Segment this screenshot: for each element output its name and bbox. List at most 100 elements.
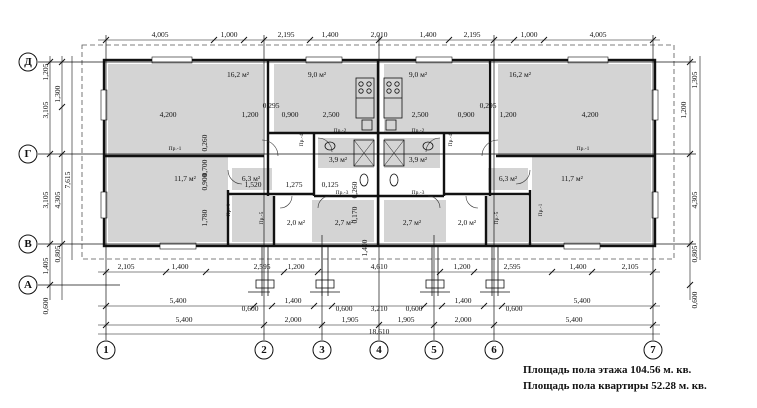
entrance-steps xyxy=(248,246,510,296)
dim-bottom-2: 0,600 xyxy=(336,304,353,313)
dim-top: 1,000 xyxy=(221,30,238,39)
dim-right-outer: 0,805 xyxy=(690,245,699,262)
dim-bottom-2: 0,600 xyxy=(506,304,523,313)
dim-bottom-2: 1,400 xyxy=(455,296,472,305)
partition-label: Пр.-1 xyxy=(226,203,232,216)
axis-label-G: Г xyxy=(25,148,32,160)
dim-left-total: 7,615 xyxy=(63,171,72,188)
interior-dim: 1,275 xyxy=(286,180,303,189)
partition-label: Пр.-4 xyxy=(299,133,305,146)
partition-label: Пр.-3 xyxy=(336,190,349,196)
dim-bottom-3: 1,905 xyxy=(398,315,415,324)
axis-label-7: 7 xyxy=(650,344,656,356)
room-area: 3,9 м² xyxy=(409,155,428,164)
partition-label: Пр.-2 xyxy=(412,128,425,134)
dim-left-outer: 0,600 xyxy=(41,297,50,314)
interior-dim: 4,200 xyxy=(160,110,177,119)
room-area: 11,7 м² xyxy=(561,174,583,183)
dim-bottom-1: 1,200 xyxy=(454,262,471,271)
dim-top: 2,010 xyxy=(371,30,388,39)
interior-dim: 2,500 xyxy=(323,110,340,119)
apartment-area-text: Площадь пола квартиры 52.28 м. кв. xyxy=(523,380,707,392)
dim-left-outer: 1,205 xyxy=(41,63,50,80)
dim-right-outer: 0,600 xyxy=(690,291,699,308)
dim-right-outer: 4,305 xyxy=(690,191,699,208)
dashed-contour xyxy=(81,44,675,260)
axis-label-A: А xyxy=(24,279,32,291)
interior-dim: 0,260 xyxy=(200,134,209,151)
room-area: 6,3 м² xyxy=(499,174,518,183)
room-area: 11,7 м² xyxy=(174,174,196,183)
interior-dim: 0,900 xyxy=(282,110,299,119)
dim-left-outer: 3,105 xyxy=(41,101,50,118)
dim-top: 1,400 xyxy=(420,30,437,39)
axis-label-4: 4 xyxy=(376,344,382,356)
axis-label-3: 3 xyxy=(319,344,325,356)
interior-dim: 0,170 xyxy=(350,206,359,223)
interior-dim: 1,520 xyxy=(245,180,262,189)
dim-top: 4,005 xyxy=(152,30,169,39)
partition-label: Пр.-1 xyxy=(538,203,544,216)
interior-dim: 1,200 xyxy=(500,110,517,119)
room-area: 2,7 м² xyxy=(335,218,354,227)
axis-label-1: 1 xyxy=(103,344,109,356)
dim-bottom-2: 1,400 xyxy=(285,296,302,305)
room-area: 2,0 м² xyxy=(287,218,306,227)
dimension-ticks xyxy=(46,36,694,329)
dim-bottom-1: 1,400 xyxy=(570,262,587,271)
room-area: 6,3 м² xyxy=(242,174,261,183)
dim-right-inner: 1,200 xyxy=(679,101,688,118)
dim-bottom-3: 2,000 xyxy=(285,315,302,324)
walls xyxy=(102,58,657,248)
interior-dim: 2,500 xyxy=(412,110,429,119)
dim-bottom-1: 2,595 xyxy=(254,262,271,271)
partition-label: Пр.-4 xyxy=(448,133,454,146)
interior-dim: 1,400 xyxy=(360,239,369,256)
room-area: 3,9 м² xyxy=(329,155,348,164)
axis-label-6: 6 xyxy=(491,344,497,356)
dim-bottom-1: 4,610 xyxy=(371,262,388,271)
partition-label: Пр.-3 xyxy=(412,190,425,196)
interior-dim: 1,200 xyxy=(242,110,259,119)
partition-label: Пр.-5 xyxy=(259,211,265,224)
axis-label-V: В xyxy=(24,238,32,250)
dim-bottom-1: 1,400 xyxy=(172,262,189,271)
dim-bottom-1: 2,105 xyxy=(118,262,135,271)
partition-label: Пр.-1 xyxy=(577,146,590,152)
axis-bubbles xyxy=(18,52,663,360)
interior-dim: 0,295 xyxy=(263,101,280,110)
interior-dim: 0,900 xyxy=(200,173,209,190)
room-area: 9,0 м² xyxy=(409,70,428,79)
dim-top: 1,400 xyxy=(322,30,339,39)
dim-top: 2,195 xyxy=(464,30,481,39)
interior-dim: 4,200 xyxy=(582,110,599,119)
dim-bottom-2: 0,600 xyxy=(242,304,259,313)
dim-top: 2,195 xyxy=(278,30,295,39)
room-area: 9,0 м² xyxy=(308,70,327,79)
dim-left-inner: 1,300 xyxy=(53,85,62,102)
partition-label: Пр.-2 xyxy=(334,128,347,134)
dim-top: 4,005 xyxy=(590,30,607,39)
interior-dim: 1,780 xyxy=(200,209,209,226)
dim-bottom-1: 2,105 xyxy=(622,262,639,271)
floor-area-text: Площадь пола этажа 104.56 м. кв. xyxy=(523,364,692,376)
dim-left-inner: 0,805 xyxy=(53,245,62,262)
windows xyxy=(100,56,659,250)
dim-left-outer: 1,405 xyxy=(41,257,50,274)
axis-label-2: 2 xyxy=(261,344,267,356)
dim-bottom-1: 1,200 xyxy=(288,262,305,271)
dim-bottom-3: 1,905 xyxy=(342,315,359,324)
room-area: 16,2 м² xyxy=(227,70,250,79)
interior-dim: 0,295 xyxy=(480,101,497,110)
partition-label: Пр.-5 xyxy=(494,211,500,224)
interior-dim: 0,125 xyxy=(322,180,339,189)
area-summary: Площадь пола этажа 104.56 м. кв. Площадь… xyxy=(523,362,707,394)
dim-bottom-3: 2,000 xyxy=(455,315,472,324)
dim-bottom-2: 5,400 xyxy=(574,296,591,305)
dim-bottom-2: 5,400 xyxy=(170,296,187,305)
interior-dim: 0,900 xyxy=(458,110,475,119)
dim-bottom-1: 2,595 xyxy=(504,262,521,271)
dim-left-inner: 4,305 xyxy=(53,191,62,208)
dim-top: 1,000 xyxy=(521,30,538,39)
